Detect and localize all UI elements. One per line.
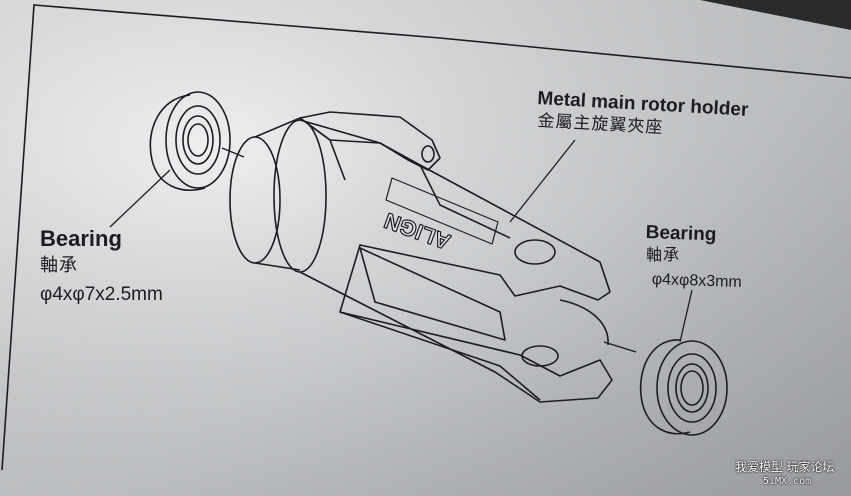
assembly-axis-left	[221, 147, 245, 158]
left-bearing-label-en: Bearing	[40, 226, 122, 251]
right-bearing-size: φ4xφ8x3mm	[651, 271, 743, 292]
lower-pin-hole	[521, 345, 559, 367]
page-frame	[1, 4, 851, 471]
right-bearing-drawing	[639, 339, 728, 436]
upper-pin-hole	[514, 239, 556, 265]
leader-main-holder	[509, 139, 576, 223]
fork-lower-lip	[339, 311, 541, 401]
right-bearing-label-en: Bearing	[645, 222, 717, 246]
left-bearing-drawing	[149, 91, 231, 191]
left-bearing-label-zh: 軸承	[40, 255, 78, 275]
left-bearing-size: φ4xφ7x2.5mm	[40, 284, 163, 305]
watermark-site-url: 5iMX.com	[763, 476, 812, 487]
holder-arm	[299, 111, 441, 171]
right-bearing-label-zh: 軸承	[646, 247, 681, 264]
fork-slot	[359, 247, 506, 341]
align-logo-outline	[385, 177, 499, 245]
backdrop-corner	[700, 0, 851, 30]
watermark-site-name: 我爱模型 玩家论坛	[735, 460, 835, 474]
fork-body	[299, 119, 613, 403]
assembly-axis-right	[603, 341, 637, 353]
arm-hole	[421, 145, 435, 163]
fork-edge	[419, 164, 511, 239]
leader-left-bearing	[109, 169, 171, 228]
leader-right-bearing	[679, 289, 693, 343]
fork-tip	[559, 299, 609, 346]
